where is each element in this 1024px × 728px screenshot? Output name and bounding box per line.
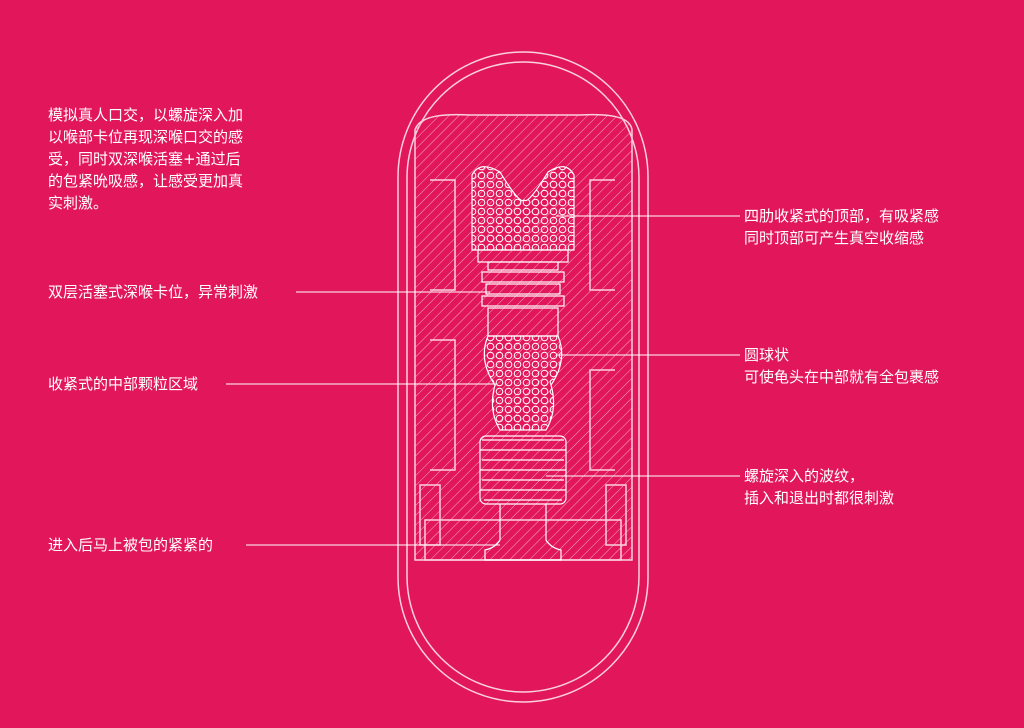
label-deep-throat-piston: 双层活塞式深喉卡位，异常刺激 [48, 283, 259, 301]
intro-line: 实刺激。 [48, 194, 109, 212]
intro-line: 以喉部卡位再现深喉口交的感 [48, 128, 244, 146]
spiral-ridges [479, 435, 567, 505]
intro-text: 模拟真人口交，以螺旋深入加 以喉部卡位再现深喉口交的感 受，同时双深喉活塞+通过… [48, 104, 243, 214]
inner-capsule-shell [406, 61, 640, 693]
label-line: 同时顶部可产生真空收缩感 [744, 229, 925, 247]
outer-capsule-shell [397, 51, 649, 703]
intro-line: 模拟真人口交，以螺旋深入加 [48, 106, 244, 124]
label-line: 螺旋深入的波纹， [744, 467, 865, 485]
label-spiral-ripples: 螺旋深入的波纹， 插入和退出时都很刺激 [744, 465, 894, 509]
label-line: 四肋收紧式的顶部，有吸紧感 [744, 207, 940, 225]
label-middle-granules: 收紧式的中部颗粒区域 [48, 375, 199, 393]
label-line: 可使龟头在中部就有全包裹感 [744, 368, 940, 386]
intro-line: 的包紧吮吸感，让感受更加真 [48, 172, 244, 190]
inner-channel [471, 166, 575, 561]
label-line: 插入和退出时都很刺激 [744, 489, 895, 507]
label-entrance: 进入后马上被包的紧紧的 [48, 536, 214, 554]
label-ball-shape: 圆球状 可使龟头在中部就有全包裹感 [744, 344, 939, 388]
label-top-ribs: 四肋收紧式的顶部，有吸紧感 同时顶部可产生真空收缩感 [744, 205, 939, 249]
label-line: 圆球状 [744, 346, 790, 364]
intro-line: 受，同时双深喉活塞+通过后 [48, 150, 241, 168]
